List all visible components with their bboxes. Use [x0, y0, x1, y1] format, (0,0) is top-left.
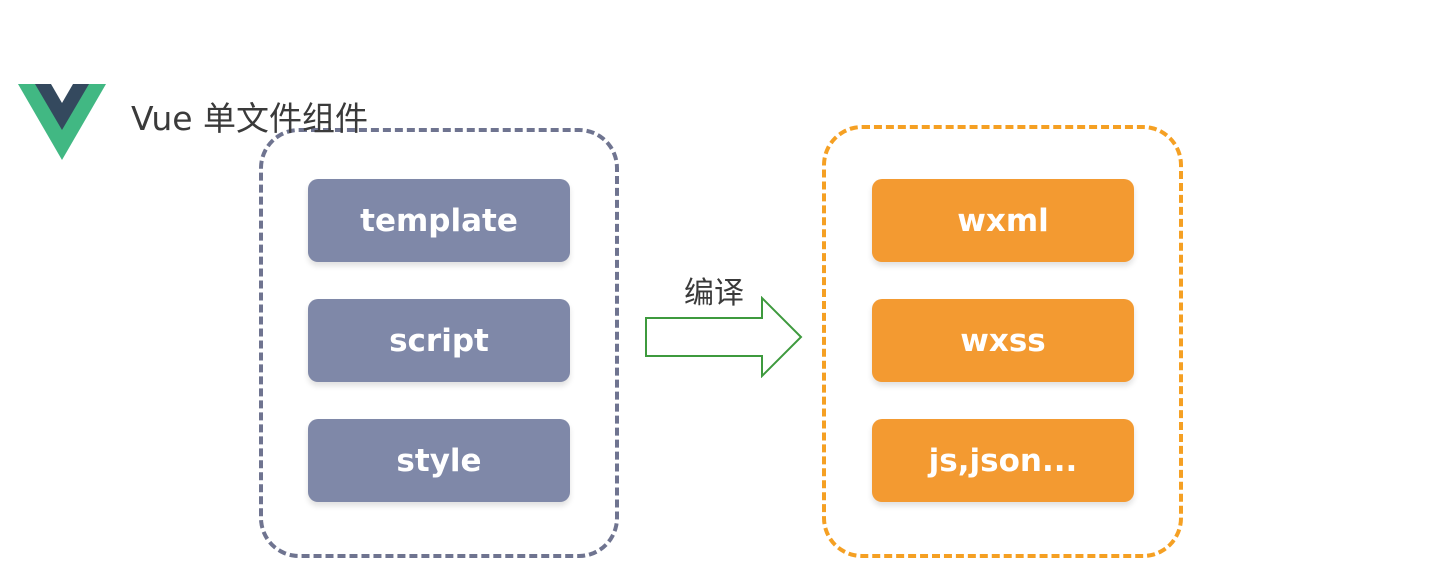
source-group-box — [259, 128, 619, 558]
target-group-box — [822, 125, 1183, 558]
source-item-template: template — [308, 179, 570, 262]
source-item-script: script — [308, 299, 570, 382]
target-item-wxml: wxml — [872, 179, 1134, 262]
target-item-js-json: js,json... — [872, 419, 1134, 502]
diagram-title: Vue 单文件组件 — [131, 99, 369, 138]
source-item-style: style — [308, 419, 570, 502]
target-item-wxss: wxss — [872, 299, 1134, 382]
compile-arrow-icon — [645, 296, 803, 378]
compile-label: 编译 — [684, 276, 744, 311]
vue-logo-icon — [18, 84, 106, 160]
